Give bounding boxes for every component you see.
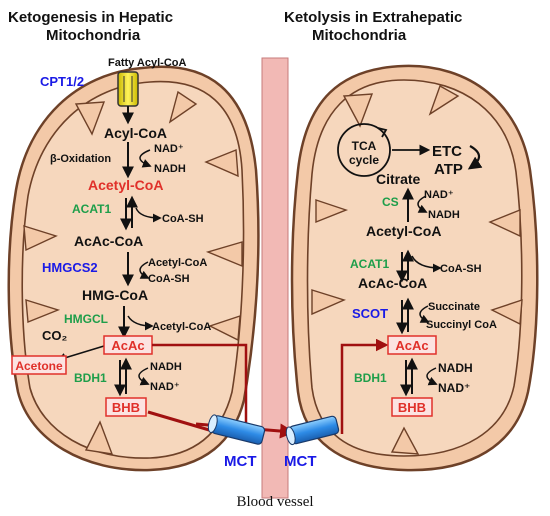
acyl-coa-label: Acyl-CoA bbox=[104, 125, 167, 141]
crista bbox=[25, 299, 61, 323]
acetone-box bbox=[11, 355, 67, 375]
bhb-box bbox=[105, 397, 147, 417]
crista bbox=[23, 225, 58, 252]
mct-transporter-left bbox=[207, 414, 266, 445]
cofactor-curve bbox=[426, 367, 438, 386]
cofactor-curve bbox=[138, 367, 150, 386]
hmgcl-enzyme-label: HMGCL bbox=[64, 312, 108, 326]
bhb-export-arrow bbox=[147, 410, 217, 434]
right-bdh1-enzyme-label: BDH1 bbox=[354, 371, 387, 385]
cofactor-curve bbox=[127, 315, 154, 331]
acat1-enzyme-label: ACAT1 bbox=[72, 202, 111, 216]
cofactor-curve bbox=[417, 195, 428, 213]
etc-label: ETC bbox=[432, 143, 462, 160]
cofactor-curve bbox=[139, 149, 152, 168]
coa-sh-2-label: CoA-SH bbox=[148, 273, 190, 285]
right-bhb-label: BHB bbox=[398, 400, 426, 415]
right-acetyl-coa-label: Acetyl-CoA bbox=[366, 223, 441, 239]
crista bbox=[428, 84, 460, 116]
left-title-line1: Ketogenesis in Hepatic bbox=[8, 9, 173, 26]
nadh-2-label: NADH bbox=[150, 361, 182, 373]
right-acac-label: AcAc bbox=[395, 338, 428, 353]
cofactor-curve bbox=[411, 255, 442, 273]
cs-nadh-label: NADH bbox=[428, 209, 460, 221]
right-acac-coa-label: AcAc-CoA bbox=[358, 275, 427, 291]
cpt-enzyme-label: CPT1/2 bbox=[40, 74, 84, 89]
right-title-line2: Mitochondria bbox=[312, 27, 407, 44]
crista bbox=[390, 426, 420, 455]
crista bbox=[168, 90, 198, 124]
right-acac-box bbox=[387, 335, 437, 355]
crista bbox=[490, 299, 523, 326]
nadh-label: NADH bbox=[154, 163, 186, 175]
crista bbox=[208, 315, 241, 342]
acetyl-coa-out-label: Acetyl-CoA bbox=[152, 321, 211, 333]
nad-plus-label: NAD⁺ bbox=[154, 143, 184, 155]
acac-label: AcAc bbox=[111, 338, 144, 353]
acetyl-coa-label: Acetyl-CoA bbox=[88, 177, 163, 193]
blood-vessel-label: Blood vessel bbox=[236, 494, 313, 510]
beta-oxidation-label: β-Oxidation bbox=[50, 153, 111, 165]
crista bbox=[488, 208, 521, 238]
right-nad-plus-2-label: NAD⁺ bbox=[438, 381, 470, 395]
crista bbox=[311, 289, 346, 316]
right-bhb-box bbox=[391, 397, 433, 417]
left-title-line2: Mitochondria bbox=[46, 27, 141, 44]
acac-export-path bbox=[152, 343, 248, 432]
coa-sh-label: CoA-SH bbox=[162, 213, 204, 225]
right-acat1-enzyme-label: ACAT1 bbox=[350, 257, 389, 271]
succinate-label: Succinate bbox=[428, 301, 480, 313]
crista bbox=[84, 420, 114, 455]
crista bbox=[342, 93, 374, 128]
cofactor-curve bbox=[139, 261, 150, 279]
hmg-coa-label: HMG-CoA bbox=[82, 287, 148, 303]
right-nadh-2-label: NADH bbox=[438, 361, 473, 375]
mct-transporter-right bbox=[285, 415, 340, 446]
etc-atp-arrow bbox=[467, 145, 483, 170]
nad-plus-2-label: NAD⁺ bbox=[150, 381, 180, 393]
cs-nad-plus-label: NAD⁺ bbox=[424, 189, 454, 201]
cofactor-curve bbox=[135, 207, 162, 223]
acetone-label: Acetone bbox=[15, 359, 63, 373]
right-coa-sh-label: CoA-SH bbox=[440, 263, 482, 275]
scot-enzyme-label: SCOT bbox=[352, 306, 388, 321]
hepatic-mitochondrion bbox=[7, 65, 260, 472]
crista bbox=[205, 241, 243, 268]
bdh1-enzyme-label: BDH1 bbox=[74, 371, 107, 385]
atp-label: ATP bbox=[434, 161, 463, 178]
mct-right-label: MCT bbox=[284, 453, 317, 470]
bhb-label: BHB bbox=[112, 400, 140, 415]
co2-label: CO₂ bbox=[42, 328, 68, 343]
succinyl-coa-label: Succinyl CoA bbox=[426, 319, 497, 331]
crista bbox=[74, 101, 106, 136]
crista bbox=[315, 199, 349, 224]
mct-left-label: MCT bbox=[224, 453, 257, 470]
tca-label-line1: TCA bbox=[352, 139, 377, 153]
right-title-line1: Ketolysis in Extrahepatic bbox=[284, 9, 462, 26]
acetyl-coa-in-label: Acetyl-CoA bbox=[148, 257, 207, 269]
cpt-transporter bbox=[117, 71, 139, 107]
crista bbox=[204, 148, 239, 178]
fatty-acyl-coa-label: Fatty Acyl-CoA bbox=[108, 57, 186, 69]
tca-cycle bbox=[337, 123, 391, 177]
acac-coa-label: AcAc-CoA bbox=[74, 233, 143, 249]
acac-import-path bbox=[340, 338, 389, 434]
cofactor-curve bbox=[419, 305, 430, 323]
tca-label-line2: cycle bbox=[349, 153, 379, 167]
citrate-label: Citrate bbox=[376, 171, 421, 187]
hmgcs2-enzyme-label: HMGCS2 bbox=[42, 260, 98, 275]
cs-enzyme-label: CS bbox=[382, 195, 399, 209]
